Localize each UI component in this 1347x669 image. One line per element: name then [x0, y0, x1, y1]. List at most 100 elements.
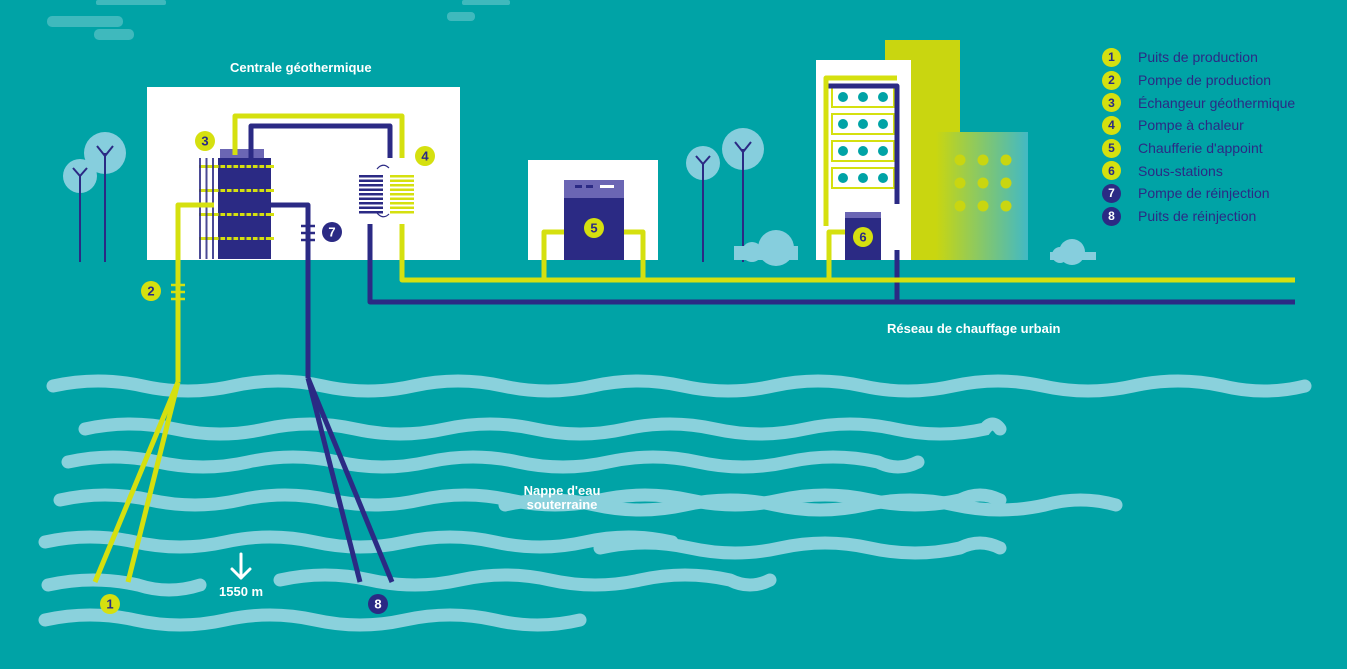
sky-cloud-right [447, 0, 510, 21]
window-dot [858, 92, 868, 102]
reinjection-pump-symbol [301, 224, 315, 242]
cold-coil [359, 206, 383, 209]
cold-coil [359, 179, 383, 182]
cold-coil [359, 202, 383, 205]
marker-5: 5 [584, 218, 604, 238]
depth-label: 1550 m [219, 584, 264, 599]
exchanger-rod [218, 158, 221, 259]
building-window-dot [977, 177, 989, 189]
legend-number-badge: 6 [1102, 161, 1121, 181]
tree-icon [84, 132, 126, 262]
hot-coil [390, 188, 414, 191]
building-window-dot [1000, 200, 1012, 212]
exchanger-rod [225, 158, 227, 259]
marker-number: 2 [147, 284, 154, 299]
legend-item-3: 3 Échangeur géothermique [1102, 91, 1295, 114]
building-window-dot [954, 177, 966, 189]
window-dot [838, 119, 848, 129]
legend-number-badge: 5 [1102, 138, 1121, 158]
window-dot [878, 173, 888, 183]
window-dot [838, 146, 848, 156]
window-dot [858, 146, 868, 156]
exchanger-rod [231, 158, 234, 259]
window-dot [838, 173, 848, 183]
hot-coil [390, 184, 414, 187]
legend-label: Échangeur géothermique [1138, 94, 1296, 111]
cloud-icon [734, 230, 798, 266]
window-dot [878, 92, 888, 102]
aquifer-waves [38, 374, 1312, 632]
marker-number: 7 [328, 225, 335, 240]
cold-coil [359, 211, 383, 214]
marker-3: 3 [195, 131, 215, 151]
building-window-dot [1000, 177, 1012, 189]
exchanger-rod [244, 158, 247, 259]
exchanger-rod [199, 158, 201, 259]
marker-number: 3 [201, 134, 208, 149]
window-dot [878, 119, 888, 129]
aquifer-wave [498, 493, 1123, 517]
legend-item-4: 4 Pompe à chaleur [1102, 114, 1295, 137]
marker-number: 4 [421, 149, 429, 164]
exchanger-plate [199, 165, 274, 168]
aquifer-wave [61, 450, 925, 474]
hot-coil [390, 197, 414, 200]
legend-item-1: 1 Puits de production [1102, 46, 1295, 69]
exchanger-rod [212, 158, 214, 259]
exchanger-plate [199, 237, 274, 240]
legend-number-badge: 2 [1102, 70, 1121, 90]
legend-number-badge: 3 [1102, 93, 1121, 113]
tree-icon [63, 159, 97, 262]
exchanger-rod [251, 158, 253, 259]
sky-cloud-left [47, 0, 166, 40]
building-window-dot [977, 200, 989, 212]
geothermal-exchanger [197, 149, 291, 259]
building-window-dot [977, 154, 989, 166]
building-window-dot [954, 154, 966, 166]
cold-coil [359, 197, 383, 200]
aquifer-wave [273, 568, 777, 592]
substation-top [845, 212, 881, 220]
legend-number-badge: 7 [1102, 183, 1121, 203]
tree-icon [686, 146, 720, 262]
marker-number: 5 [590, 221, 597, 236]
legend-label: Puits de production [1138, 49, 1258, 66]
building-window-dot [1000, 154, 1012, 166]
exchanger-plate [199, 189, 274, 192]
window-dot [838, 92, 848, 102]
apartment-windows [831, 86, 895, 189]
marker-number: 8 [374, 597, 381, 612]
exchanger-rod [205, 158, 208, 259]
legend-label: Puits de réinjection [1138, 208, 1257, 225]
marker-2: 2 [141, 281, 161, 301]
legend-label: Sous-stations [1138, 162, 1223, 179]
hot-coil [390, 206, 414, 209]
marker-1: 1 [100, 594, 120, 614]
legend-number-badge: 1 [1102, 47, 1121, 67]
tree-icon [722, 128, 764, 262]
hot-coil [390, 211, 414, 214]
aquifer-wave [46, 374, 1312, 398]
number-markers: 1 2 3 4 5 6 7 8 [100, 131, 873, 614]
hot-coil [390, 179, 414, 182]
plant-title: Centrale géothermique [230, 60, 372, 75]
marker-6: 6 [853, 227, 873, 247]
building-windows [954, 154, 1012, 212]
production-pump-symbol [171, 283, 185, 301]
window-dot [858, 119, 868, 129]
legend-label: Pompe à chaleur [1138, 117, 1244, 134]
hot-coil [390, 202, 414, 205]
cold-pipes [248, 83, 1295, 583]
hot-coil [390, 175, 414, 178]
aquifer-label: Nappe d'eau souterraine [504, 484, 620, 512]
marker-8: 8 [368, 594, 388, 614]
heat-pump [351, 158, 420, 224]
building-gradient [936, 132, 1028, 260]
legend-number-badge: 4 [1102, 115, 1121, 135]
hot-coil [390, 193, 414, 196]
